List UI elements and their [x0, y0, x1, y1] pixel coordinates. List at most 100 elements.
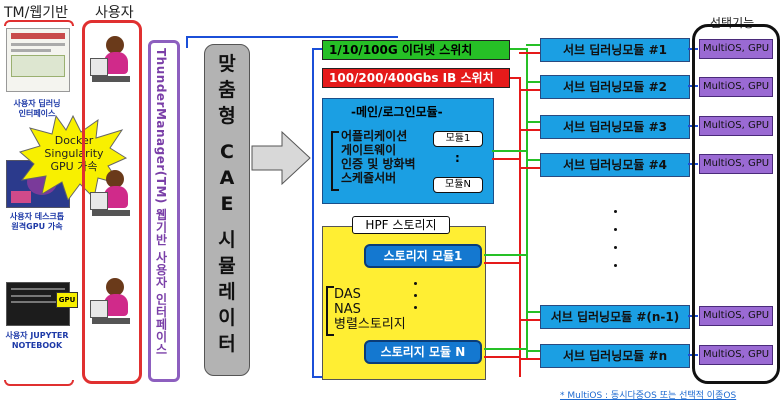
- connector-line: [492, 158, 520, 160]
- multios-gpu-badge: MultiOS, GPU: [699, 306, 773, 326]
- connector-line: [484, 348, 526, 350]
- big-arrow-icon: [251, 130, 311, 186]
- connector-line: [519, 89, 540, 91]
- connector-line: [526, 81, 540, 83]
- connector-line: [519, 319, 540, 321]
- cae-char: 뮬: [218, 255, 236, 277]
- caption-deep-learning-ui-line2: 인터페이스: [18, 109, 56, 118]
- ellipsis-dot: [414, 294, 417, 297]
- cae-char: 춤: [218, 79, 236, 101]
- ellipsis-dot: [614, 246, 617, 249]
- optional-features-frame: [692, 24, 780, 384]
- caption-jupyter-line1: 사용자 JUPYTER: [5, 331, 69, 340]
- module-1-box: 모듈1: [433, 131, 483, 147]
- module-n-box: 모듈N: [433, 177, 483, 193]
- connector-line: [519, 129, 540, 131]
- header-user: 사용자: [95, 5, 134, 21]
- cae-char: 이: [218, 307, 236, 329]
- storage-type: 병렬스토리지: [334, 317, 406, 332]
- multios-gpu-badge: MultiOS, GPU: [699, 39, 773, 59]
- cae-char: [205, 217, 249, 227]
- docker-starburst-icon: [18, 114, 128, 200]
- connector-line: [519, 358, 540, 360]
- ellipsis-dot: [414, 282, 417, 285]
- docker-label-line3: GPU 가속: [50, 160, 98, 173]
- caption-jupyter-line2: NOTEBOOK: [11, 341, 63, 350]
- sub-deep-learning-module-3: 서브 딥러닝모듈 #3: [540, 115, 690, 139]
- connector-line: [526, 48, 528, 358]
- main-item: 어플리케이션: [341, 129, 408, 143]
- main-module-title: -메인/로그인모듈-: [351, 105, 443, 119]
- module-ellipsis: :: [455, 151, 460, 165]
- cae-char: 시: [218, 229, 236, 251]
- connector-line: [519, 167, 540, 169]
- thundermanager-frame: [148, 40, 180, 382]
- connector-line: [526, 311, 540, 313]
- storage-module-n: 스토리지 모듈 N: [364, 340, 482, 364]
- storage-type: NAS: [334, 302, 361, 317]
- caption-remote-desktop-line2: 원격GPU 가속: [11, 222, 63, 231]
- ellipsis-dot: [414, 306, 417, 309]
- cae-char: A: [219, 167, 235, 189]
- sub-deep-learning-module-4: 서브 딥러닝모듈 #4: [540, 153, 690, 177]
- connector-line: [484, 356, 520, 358]
- connector-line: [519, 52, 540, 54]
- connector-line: [526, 121, 540, 123]
- multios-gpu-badge: MultiOS, GPU: [699, 116, 773, 136]
- cae-char: 맞: [218, 53, 236, 75]
- cae-char: [205, 129, 249, 139]
- connector-line: [510, 48, 528, 50]
- ellipsis-dot: [614, 228, 617, 231]
- cae-simulator-box: 맞 춤 형 C A E 시 뮬 레 이 터: [204, 44, 250, 376]
- main-item: 인증 및 방화벽: [341, 157, 416, 171]
- main-item: 게이트웨이: [341, 143, 397, 157]
- ellipsis-dot: [614, 264, 617, 267]
- connector-line: [186, 36, 188, 48]
- connector-line: [186, 36, 398, 38]
- connector-line: [526, 159, 540, 161]
- storage-module-1: 스토리지 모듈1: [364, 244, 482, 268]
- user-column-frame: [82, 20, 142, 384]
- main-module-bracket: [331, 131, 339, 191]
- user-figure-3-icon: [90, 278, 132, 330]
- sub-deep-learning-module-2: 서브 딥러닝모듈 #2: [540, 75, 690, 99]
- footnote: * MultiOS : 동시다중OS 또는 선택적 이종OS: [560, 391, 737, 401]
- caption-deep-learning-ui-line1: 사용자 딥러닝: [13, 99, 61, 108]
- main-item: 스케쥴서버: [341, 171, 397, 185]
- thundermanager-label: ThunderManager(TM) 웹기반 사용자 인터페이스: [154, 48, 168, 356]
- caption-jupyter: 사용자 JUPYTER NOTEBOOK: [0, 331, 74, 351]
- ellipsis-dot: [614, 210, 617, 213]
- connector-line: [519, 77, 521, 377]
- connector-line: [312, 376, 322, 378]
- connector-line: [526, 44, 540, 46]
- user-figure-2-icon: [90, 170, 132, 222]
- hpf-storage-title: HPF 스토리지: [352, 216, 450, 234]
- left-bracket-bottom: [4, 380, 74, 386]
- multios-gpu-badge: MultiOS, GPU: [699, 77, 773, 97]
- cae-char: 형: [218, 105, 236, 127]
- multios-gpu-badge: MultiOS, GPU: [699, 154, 773, 174]
- connector-line: [484, 254, 526, 256]
- connector-line: [492, 150, 526, 152]
- caption-remote-desktop: 사용자 데스크톱 원격GPU 가속: [0, 212, 74, 232]
- storage-type: DAS: [334, 287, 361, 302]
- cae-char: 레: [218, 281, 236, 303]
- docker-label-line2: Singularity: [44, 147, 104, 160]
- gpu-chip-icon: GPU: [56, 292, 78, 308]
- ethernet-switch: 1/10/100G 이더넷 스위치: [322, 40, 510, 60]
- multios-gpu-badge: MultiOS, GPU: [699, 345, 773, 365]
- connector-line: [510, 77, 520, 79]
- cae-char: 터: [218, 333, 236, 355]
- caption-deep-learning-ui: 사용자 딥러닝 인터페이스: [0, 99, 74, 119]
- connector-line: [526, 350, 540, 352]
- cae-char: C: [220, 141, 234, 163]
- header-tm-web: TM/웹기반: [4, 5, 68, 21]
- ib-switch: 100/200/400Gbs IB 스위치: [322, 68, 510, 88]
- deep-learning-ui-thumbnail: [6, 28, 70, 92]
- cae-char: E: [220, 193, 234, 215]
- main-login-module: -메인/로그인모듈- 어플리케이션 게이트웨이 인증 및 방화벽 스케쥴서버 모…: [322, 98, 494, 204]
- sub-deep-learning-module-1: 서브 딥러닝모듈 #1: [540, 38, 690, 62]
- connector-line: [484, 262, 520, 264]
- user-figure-1-icon: [90, 36, 132, 88]
- caption-remote-desktop-line1: 사용자 데스크톱: [9, 212, 65, 221]
